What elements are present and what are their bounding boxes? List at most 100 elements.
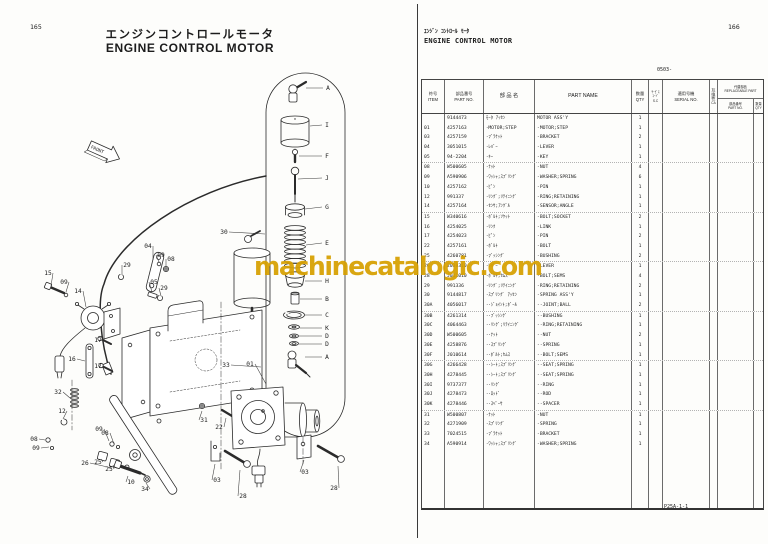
table-cell: --RING;RETAINING	[535, 321, 632, 332]
table-cell	[754, 232, 763, 242]
item-callout: 33	[222, 362, 230, 369]
table-cell	[422, 114, 445, 124]
table-cell	[649, 291, 663, 302]
detail-callout: C	[325, 312, 329, 319]
link-16	[85, 343, 94, 379]
header-compatibility: 互換性 CA	[710, 80, 718, 113]
table-cell	[663, 202, 710, 212]
table-cell	[754, 400, 763, 410]
table-cell	[754, 488, 763, 498]
table-cell	[710, 133, 718, 144]
table-cell	[710, 340, 718, 351]
table-cell	[649, 123, 663, 134]
table-cell: 1	[632, 321, 649, 332]
washer-09	[156, 261, 162, 267]
table-cell: 1	[632, 340, 649, 351]
nut-08	[162, 265, 169, 272]
table-cell	[663, 291, 710, 302]
table-cell	[754, 312, 763, 322]
item-callout: 01	[246, 361, 254, 368]
table-cell	[663, 182, 710, 193]
table-cell	[754, 381, 763, 391]
table-cell	[649, 163, 663, 174]
table-cell	[754, 143, 763, 153]
table-cell	[718, 390, 754, 400]
table-cell	[535, 449, 632, 460]
table-cell: J011010	[445, 272, 484, 282]
detail-callout: A	[325, 354, 329, 361]
table-cell: 30H	[422, 370, 445, 381]
table-cell	[718, 488, 754, 498]
table-cell	[710, 202, 718, 212]
table-cell	[710, 478, 718, 489]
parts-table: 符号 ITEM 部品番号 PART NO. 部 品 名 PART NAME 数量…	[421, 79, 764, 510]
table-cell	[535, 459, 632, 469]
table-cell: 9144817	[445, 291, 484, 302]
table-cell	[710, 321, 718, 332]
table-cell	[663, 232, 710, 242]
item-callout: 34	[141, 486, 149, 493]
table-cell	[754, 262, 763, 272]
table-cell	[422, 497, 445, 508]
table-cell	[754, 163, 763, 173]
table-cell	[649, 301, 663, 311]
table-cell: 34	[422, 439, 445, 450]
table-cell: 1	[632, 222, 649, 233]
table-cell: -KEY	[535, 152, 632, 163]
table-cell	[663, 152, 710, 163]
header-replaceable-part: 代替部品 REPLACEABLE PART 部品番号 PART NO. 数量 Q…	[718, 80, 763, 113]
table-cell	[710, 272, 718, 282]
table-cell	[649, 241, 663, 252]
table-cell: 33	[422, 430, 445, 440]
table-cell: 4278446	[445, 399, 484, 410]
table-cell	[422, 459, 445, 469]
table-cell: 1	[632, 114, 649, 124]
table-cell	[535, 497, 632, 508]
table-cell	[718, 301, 754, 311]
table-cell	[754, 291, 763, 301]
ring-29	[118, 273, 125, 280]
table-cell	[484, 488, 535, 498]
table-cell: ･ﾋﾟﾝ	[484, 232, 535, 242]
table-cell: ･ﾘﾝｸ	[484, 222, 535, 233]
table-cell	[649, 173, 663, 183]
table-cell	[663, 321, 710, 332]
table-cell	[710, 123, 718, 134]
table-cell: 1	[632, 182, 649, 193]
table-cell: 4254023	[445, 232, 484, 242]
table-cell: -RING;RETAINING	[535, 192, 632, 203]
table-row	[422, 478, 763, 489]
table-cell: 30B	[422, 311, 445, 322]
table-cell: --SPACER	[535, 399, 632, 410]
table-cell: 28	[422, 272, 445, 282]
table-cell	[754, 331, 763, 341]
table-cell	[649, 478, 663, 489]
table-cell: -SENSOR;ANGLE	[535, 202, 632, 212]
table-cell: -LINK	[535, 222, 632, 233]
table-cell	[718, 478, 754, 489]
table-cell: ･ﾌﾞｯｼﾝｸﾞ	[484, 251, 535, 262]
detail-callout-leader	[305, 242, 323, 246]
table-cell	[663, 390, 710, 400]
table-cell	[710, 370, 718, 381]
table-cell	[718, 420, 754, 430]
table-cell: -WASHER;SPRING	[535, 173, 632, 183]
table-cell	[710, 361, 718, 371]
table-cell	[710, 390, 718, 400]
item-callout: 10	[127, 479, 135, 486]
table-cell: ･ﾌﾞﾗｹｯﾄ	[484, 133, 535, 144]
table-cell	[718, 152, 754, 163]
table-cell	[754, 459, 763, 469]
diagram-labels: 0103280328040908052929150914301716173212…	[30, 85, 340, 500]
table-cell	[649, 488, 663, 498]
table-cell	[718, 311, 754, 322]
table-cell: ･ﾜｯｼｬ;ｽﾌﾟﾘﾝｸﾞ	[484, 439, 535, 450]
table-cell	[754, 321, 763, 331]
table-cell: 03	[422, 133, 445, 144]
table-cell: ･･ﾛｯﾄﾞ	[484, 390, 535, 400]
table-cell: 16	[422, 222, 445, 233]
table-cell	[649, 192, 663, 203]
